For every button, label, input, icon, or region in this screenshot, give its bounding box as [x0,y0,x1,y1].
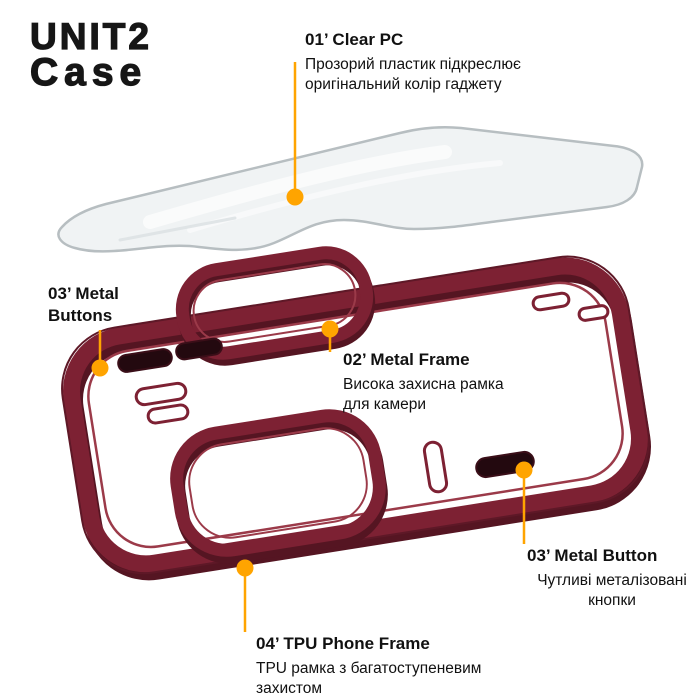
metal-buttons [117,337,223,373]
clear-pc-plate [57,125,644,253]
callout-metal-buttons-title: 03’ Metal Buttons [48,284,119,326]
callout-tpu-frame-description: TPU рамка з багатоступеневим захистом [256,660,482,698]
plate-shine [143,145,452,229]
callout-clear-pc-description: Прозорий пластик підкреслює оригінальний… [305,56,521,94]
camera-island [170,409,388,564]
callout-metal-buttons: 03’ Metal Buttons [48,283,140,332]
callout-dot-01 [286,188,304,206]
callout-dots [91,188,533,577]
callout-metal-button-title: 03’ Metal Button [527,546,658,565]
plate-edge-line [118,216,237,242]
callout-clear-pc-title: 01’ Clear PC [305,30,404,49]
callout-dot-04 [236,559,254,577]
metal-camera-frame [175,246,376,366]
callout-lines [98,62,526,632]
callout-metal-frame-title: 02’ Metal Frame [343,350,470,369]
callout-tpu-frame: 04’ TPU Phone Frame TPU рамка з багатост… [256,634,511,700]
callout-dot-03-left [91,359,109,377]
brand-logo-line1: UNIT2 [29,16,152,57]
tpu-phone-frame [61,255,651,581]
callout-dot-02 [321,320,339,338]
brand-logo-line2: Case [29,51,148,94]
callout-metal-button: 03’ Metal Button Чутливі металізовані кн… [527,546,697,612]
callout-metal-frame: 02’ Metal Frame Висока захисна рамка для… [343,350,528,416]
callout-dot-03-right [515,461,533,479]
case-cutouts [134,291,610,494]
callout-metal-button-description: Чутливі металізовані кнопки [537,572,687,610]
callout-clear-pc: 01’ Clear PC Прозорий пластик підкреслює… [305,30,560,96]
callout-metal-frame-description: Висока захисна рамка для камери [343,376,504,414]
callout-tpu-frame-title: 04’ TPU Phone Frame [256,634,430,653]
brand-logo: UNIT2 Case [29,16,152,94]
